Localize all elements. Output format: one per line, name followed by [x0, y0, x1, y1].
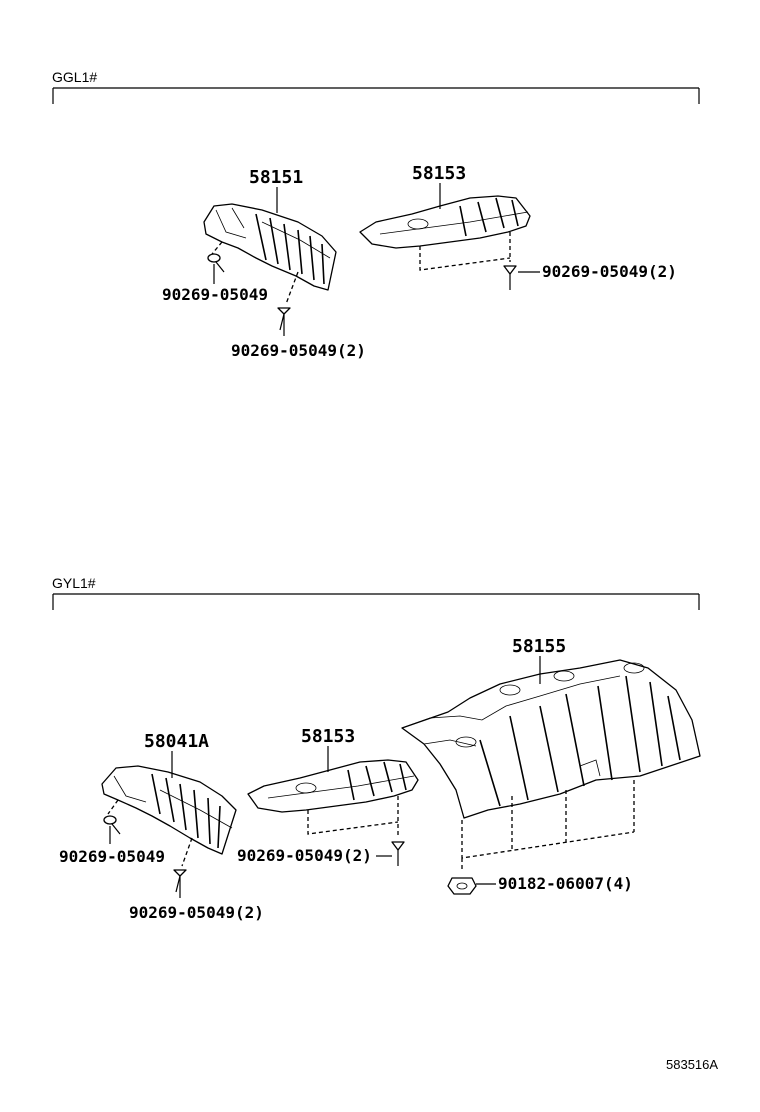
callout-58155: 58155: [512, 636, 566, 657]
install-guide-line: [285, 271, 299, 305]
section-gyl1: GYL1# 58041A 90269-05049 90269-05049(2): [52, 575, 701, 922]
install-guide-line: [307, 810, 399, 835]
heat-shield-58041a[interactable]: [101, 765, 237, 855]
callout-90269-05049-2: 90269-05049(2): [542, 262, 677, 281]
clip-icon: [503, 265, 517, 290]
section-ggl1: GGL1# 58151 90269-05049 90269-05049(2): [52, 69, 700, 360]
install-guide-line: [107, 799, 119, 815]
clip-icon: [173, 869, 187, 893]
callout-58153: 58153: [412, 163, 466, 184]
callout-90182-06007-4: 90182-06007(4): [498, 874, 633, 893]
figure-code: 583516A: [666, 1057, 718, 1072]
callout-58041a: 58041A: [144, 731, 209, 752]
install-guide-line: [419, 246, 511, 271]
heat-shield-58153[interactable]: [359, 195, 531, 249]
heat-shield-58151[interactable]: [203, 203, 337, 291]
callout-90269-05049: 90269-05049: [162, 285, 268, 304]
heat-shield-58153[interactable]: [247, 759, 419, 813]
callout-58153: 58153: [301, 726, 355, 747]
section-bracket: [52, 593, 700, 610]
clip-icon: [391, 841, 405, 866]
callout-90269-05049-2: 90269-05049(2): [231, 341, 366, 360]
callout-58151: 58151: [249, 167, 303, 188]
install-guide-line: [211, 241, 223, 255]
callout-90269-05049-2: 90269-05049(2): [129, 903, 264, 922]
callout-90269-05049-2: 90269-05049(2): [237, 846, 372, 865]
clip-icon: [277, 307, 291, 331]
section-bracket: [52, 87, 700, 104]
heat-shield-58155[interactable]: [401, 659, 701, 819]
section-title-ggl1: GGL1#: [52, 69, 97, 85]
install-guide-line: [461, 780, 635, 872]
section-title-gyl1: GYL1#: [52, 575, 96, 591]
install-guide-line: [181, 837, 193, 867]
nut-icon: [447, 877, 477, 895]
clip-icon: [207, 253, 225, 273]
callout-90269-05049: 90269-05049: [59, 847, 165, 866]
clip-icon: [103, 815, 121, 835]
